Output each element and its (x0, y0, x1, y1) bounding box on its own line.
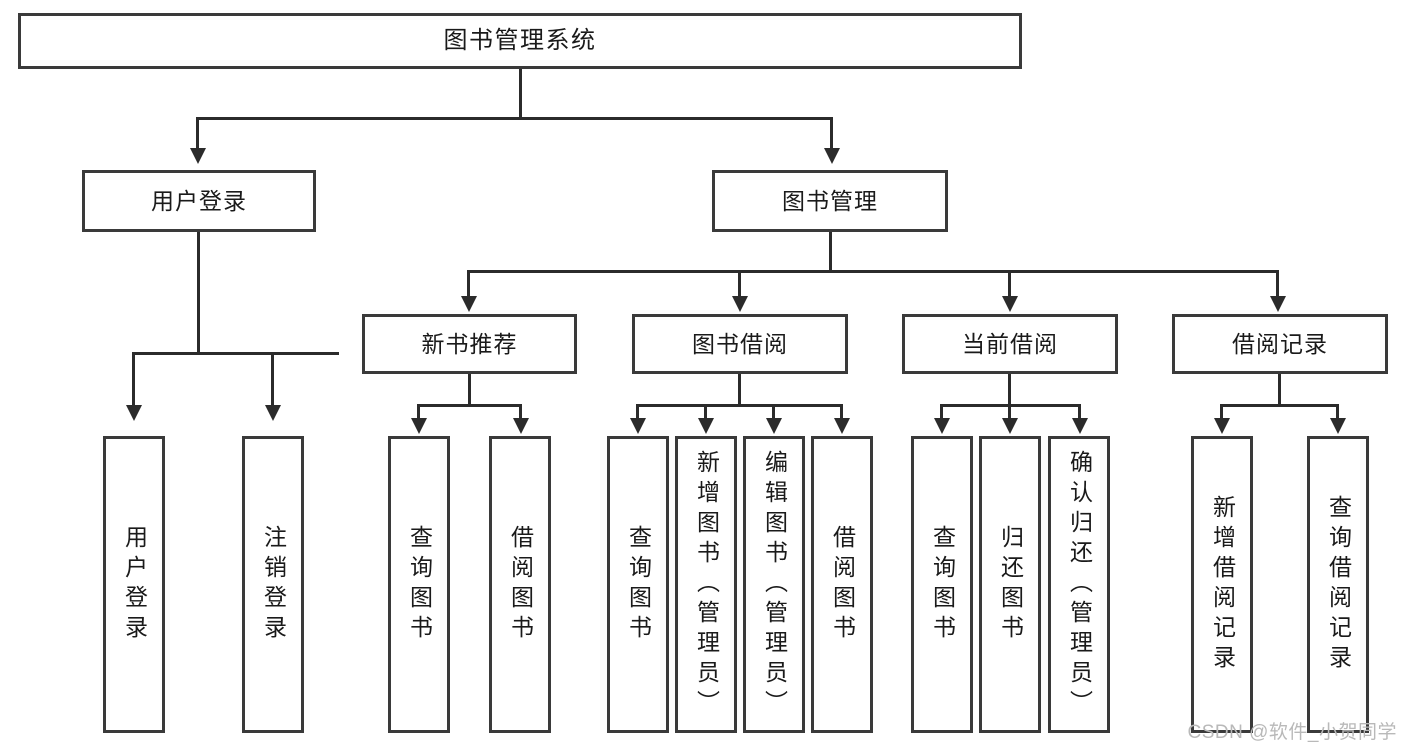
node-label: 注销登录 (260, 524, 287, 645)
connector-to-borrow-record (1276, 270, 1279, 298)
connector-to-book-manage (830, 117, 833, 150)
connector-new-book-recommend-stem (468, 374, 471, 406)
arrowhead-borrow-record (1270, 296, 1286, 312)
connector-borrow-record-stem (1278, 374, 1281, 406)
arrowhead-current-borrow (1002, 296, 1018, 312)
connector-book-borrow-bar (636, 404, 843, 407)
connector-to-user-login (196, 117, 199, 150)
node-user-login[interactable]: 用户登录 (82, 170, 316, 232)
arrowhead-book-borrow (732, 296, 748, 312)
node-book-borrow[interactable]: 图书借阅 (632, 314, 848, 374)
arrowhead-leaf-query-book-2 (630, 418, 646, 434)
node-label: 归还图书 (997, 524, 1024, 645)
connector-root-stem (519, 69, 522, 117)
node-label: 借阅图书 (507, 524, 534, 645)
connector-book-borrow-stem (738, 374, 741, 406)
arrowhead-user-login (190, 148, 206, 164)
node-label: 图书管理系统 (443, 27, 597, 54)
arrowhead-leaf-logout-login (265, 405, 281, 421)
node-label: 当前借阅 (962, 330, 1058, 357)
node-label: 借阅图书 (829, 524, 856, 645)
node-label: 新增借阅记录 (1209, 494, 1236, 675)
node-leaf-borrow-book-1[interactable]: 借阅图书 (489, 436, 551, 733)
arrowhead-leaf-borrow-book-1 (513, 418, 529, 434)
node-label: 确认归还（管理员） (1066, 449, 1093, 720)
node-leaf-add-book[interactable]: 新增图书（管理员） (675, 436, 737, 733)
node-leaf-query-book-2[interactable]: 查询图书 (607, 436, 669, 733)
connector-to-new-book-recommend (467, 270, 470, 298)
connector-leaf-edit-book (772, 404, 775, 426)
connector-leaf-return-book (1008, 404, 1011, 426)
connector-book-manage-stem (829, 232, 832, 272)
node-label: 用户登录 (121, 524, 148, 645)
connector-leaf-borrow-book-2 (840, 404, 843, 426)
node-root[interactable]: 图书管理系统 (18, 13, 1022, 69)
connector-leaf-add-record (1220, 404, 1223, 426)
arrowhead-leaf-return-book (1002, 418, 1018, 434)
connector-leaf-query-book-1 (417, 404, 420, 426)
connector-current-borrow-stem (1008, 374, 1011, 406)
arrowhead-new-book-recommend (461, 296, 477, 312)
arrowhead-leaf-user-login (126, 405, 142, 421)
connector-leaf-query-record (1336, 404, 1339, 426)
connector-leaf-logout-login (271, 352, 274, 407)
connector-leaf-add-book (704, 404, 707, 426)
connector-leaf-query-book-3 (940, 404, 943, 426)
node-label: 借阅记录 (1232, 330, 1328, 357)
arrowhead-leaf-edit-book (766, 418, 782, 434)
node-label: 编辑图书（管理员） (761, 449, 788, 720)
node-label: 查询图书 (929, 524, 956, 645)
node-book-manage[interactable]: 图书管理 (712, 170, 948, 232)
node-leaf-add-record[interactable]: 新增借阅记录 (1191, 436, 1253, 733)
node-leaf-borrow-book-2[interactable]: 借阅图书 (811, 436, 873, 733)
node-leaf-user-login[interactable]: 用户登录 (103, 436, 165, 733)
connector-user-login-stem (197, 232, 200, 354)
node-leaf-query-book-3[interactable]: 查询图书 (911, 436, 973, 733)
connector-leaf-query-book-2 (636, 404, 639, 426)
node-label: 查询图书 (625, 524, 652, 645)
arrowhead-leaf-add-record (1214, 418, 1230, 434)
arrowhead-leaf-confirm-return (1072, 418, 1088, 434)
node-leaf-query-book-1[interactable]: 查询图书 (388, 436, 450, 733)
arrowhead-leaf-query-book-3 (934, 418, 950, 434)
node-label: 查询图书 (406, 524, 433, 645)
connector-to-current-borrow (1008, 270, 1011, 298)
arrowhead-book-manage (824, 148, 840, 164)
node-leaf-return-book[interactable]: 归还图书 (979, 436, 1041, 733)
node-label: 查询借阅记录 (1325, 494, 1352, 675)
connector-to-book-borrow (738, 270, 741, 298)
connector-level1-bar (196, 117, 833, 120)
watermark-text: CSDN @软件_小贺同学 (1187, 722, 1397, 743)
node-label: 图书借阅 (692, 330, 788, 357)
connector-user-login-bar (132, 352, 339, 355)
node-borrow-record[interactable]: 借阅记录 (1172, 314, 1388, 374)
node-leaf-edit-book[interactable]: 编辑图书（管理员） (743, 436, 805, 733)
connector-borrow-record-bar (1220, 404, 1339, 407)
connector-leaf-confirm-return (1078, 404, 1081, 426)
arrowhead-leaf-add-book (698, 418, 714, 434)
node-label: 图书管理 (782, 187, 878, 214)
node-leaf-confirm-return[interactable]: 确认归还（管理员） (1048, 436, 1110, 733)
node-leaf-query-record[interactable]: 查询借阅记录 (1307, 436, 1369, 733)
node-label: 用户登录 (151, 187, 247, 214)
connector-book-manage-bar (467, 270, 1279, 273)
node-current-borrow[interactable]: 当前借阅 (902, 314, 1118, 374)
node-label: 新增图书（管理员） (693, 449, 720, 720)
arrowhead-leaf-borrow-book-2 (834, 418, 850, 434)
connector-new-book-recommend-bar (417, 404, 522, 407)
connector-leaf-borrow-book-1 (519, 404, 522, 426)
arrowhead-leaf-query-book-1 (411, 418, 427, 434)
node-label: 新书推荐 (421, 330, 518, 357)
node-leaf-logout-login[interactable]: 注销登录 (242, 436, 304, 733)
node-new-book-recommend[interactable]: 新书推荐 (362, 314, 577, 374)
connector-leaf-user-login (132, 352, 135, 407)
arrowhead-leaf-query-record (1330, 418, 1346, 434)
